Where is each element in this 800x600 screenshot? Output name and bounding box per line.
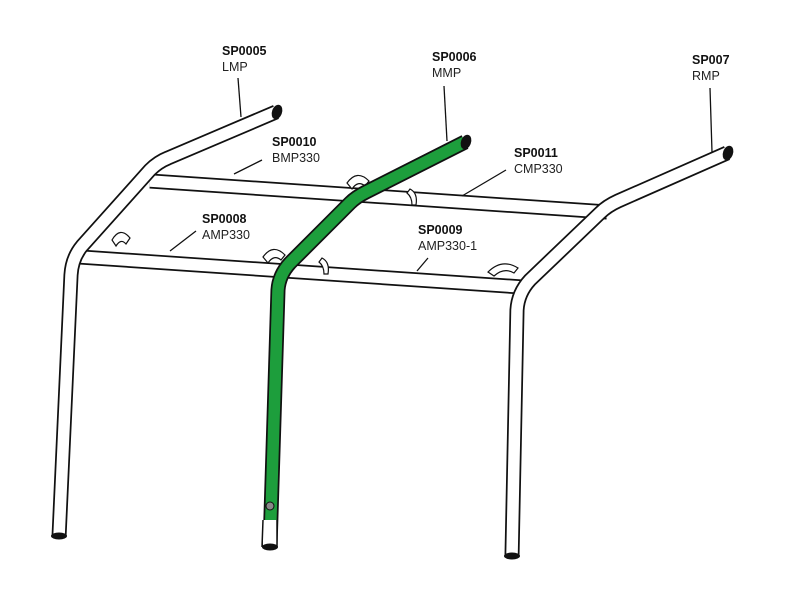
label-sp0005: SP0005 LMP (222, 44, 267, 74)
label-sp0011: SP0011 CMP330 (514, 146, 563, 176)
part-name: AMP330-1 (418, 239, 477, 253)
part-code: SP0009 (418, 223, 463, 237)
tube-end-cap (262, 543, 278, 551)
part-code: SP0010 (272, 135, 317, 149)
part-name: BMP330 (272, 151, 320, 165)
label-sp007: SP007 RMP (692, 53, 730, 83)
part-name: LMP (222, 60, 248, 74)
part-code: SP0011 (514, 146, 558, 160)
tube-end-cap (504, 552, 520, 560)
front-cross-bar[interactable] (79, 249, 523, 295)
part-code: SP0006 (432, 50, 477, 64)
tube-end-cap (51, 532, 67, 540)
label-sp0009: SP0009 AMP330-1 (418, 223, 477, 253)
part-name: AMP330 (202, 228, 250, 242)
part-name: RMP (692, 69, 720, 83)
part-code: SP0005 (222, 44, 267, 58)
part-code: SP0008 (202, 212, 247, 226)
back-cross-bar[interactable] (149, 173, 608, 220)
tube-end-cap (722, 145, 734, 161)
part-code: SP007 (692, 53, 730, 67)
label-sp0006: SP0006 MMP (432, 50, 477, 80)
bolt-icon (265, 501, 275, 511)
part-name: MMP (432, 66, 461, 80)
leader-lines (169, 77, 713, 272)
label-sp0008: SP0008 AMP330 (202, 212, 250, 242)
tube-end-cap (271, 104, 283, 120)
right-main-post-rmp[interactable] (504, 144, 735, 560)
left-main-post-lmp[interactable] (51, 103, 284, 540)
tube-end-cap (460, 134, 472, 150)
clamp (111, 174, 519, 277)
middle-main-post-mmp[interactable] (261, 133, 473, 551)
part-name: CMP330 (514, 162, 563, 176)
label-sp0010: SP0010 BMP330 (272, 135, 320, 165)
